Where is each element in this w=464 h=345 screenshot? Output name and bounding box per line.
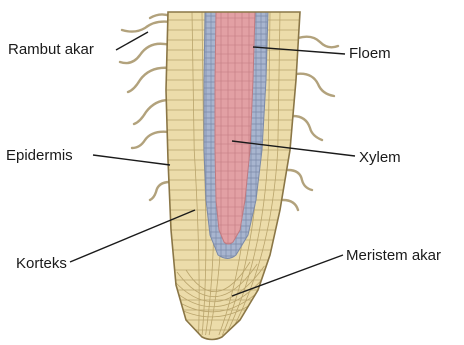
root-hair-leader [116,32,148,50]
label-cortex: Korteks [16,255,67,272]
epidermis-leader [93,155,170,165]
label-epidermis: Epidermis [6,147,73,164]
label-root-meristem: Meristem akar [346,247,441,264]
label-xylem: Xylem [359,149,401,166]
label-root-hair: Rambut akar [8,41,94,58]
label-phloem: Floem [349,45,391,62]
